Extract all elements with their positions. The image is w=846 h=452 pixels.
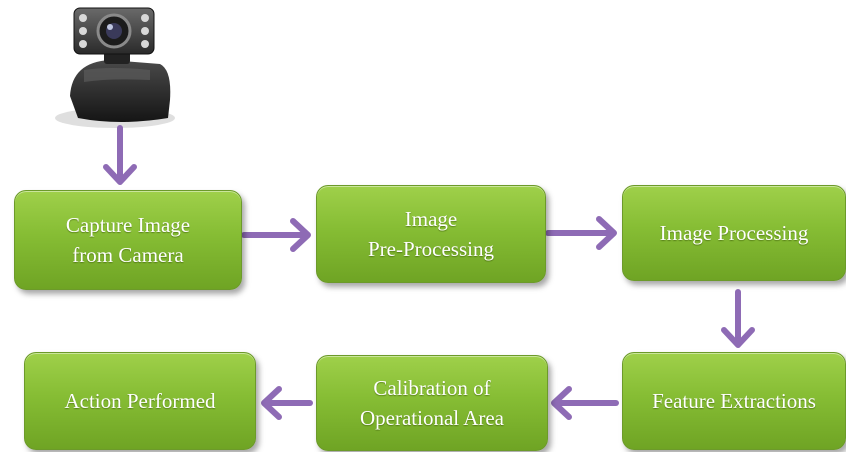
- node-capture-image: Capture Image from Camera: [14, 190, 242, 290]
- arrow-camera-to-capture: [103, 125, 137, 185]
- arrow-feature-to-calib: [551, 386, 619, 420]
- node-image-preprocessing: Image Pre-Processing: [316, 185, 546, 283]
- arrow-calib-to-action: [261, 386, 313, 420]
- node-action-performed-label: Action Performed: [64, 389, 216, 413]
- node-action-performed: Action Performed: [24, 352, 256, 450]
- node-image-processing-label: Image Processing: [659, 221, 809, 245]
- node-calibration-label: Calibration of Operational Area: [359, 376, 505, 430]
- arrow-preproc-to-proc: [545, 216, 617, 250]
- node-image-preprocessing-label: Image Pre-Processing: [368, 207, 494, 261]
- node-calibration: Calibration of Operational Area: [316, 355, 548, 451]
- arrow-proc-to-feature: [721, 289, 755, 348]
- node-feature-extractions-label: Feature Extractions: [652, 389, 816, 413]
- node-feature-extractions: Feature Extractions: [622, 352, 846, 450]
- node-capture-image-label: Capture Image from Camera: [65, 213, 191, 267]
- node-image-processing: Image Processing: [622, 185, 846, 281]
- arrow-capture-to-preproc: [241, 218, 311, 252]
- webcam-icon: [55, 7, 175, 128]
